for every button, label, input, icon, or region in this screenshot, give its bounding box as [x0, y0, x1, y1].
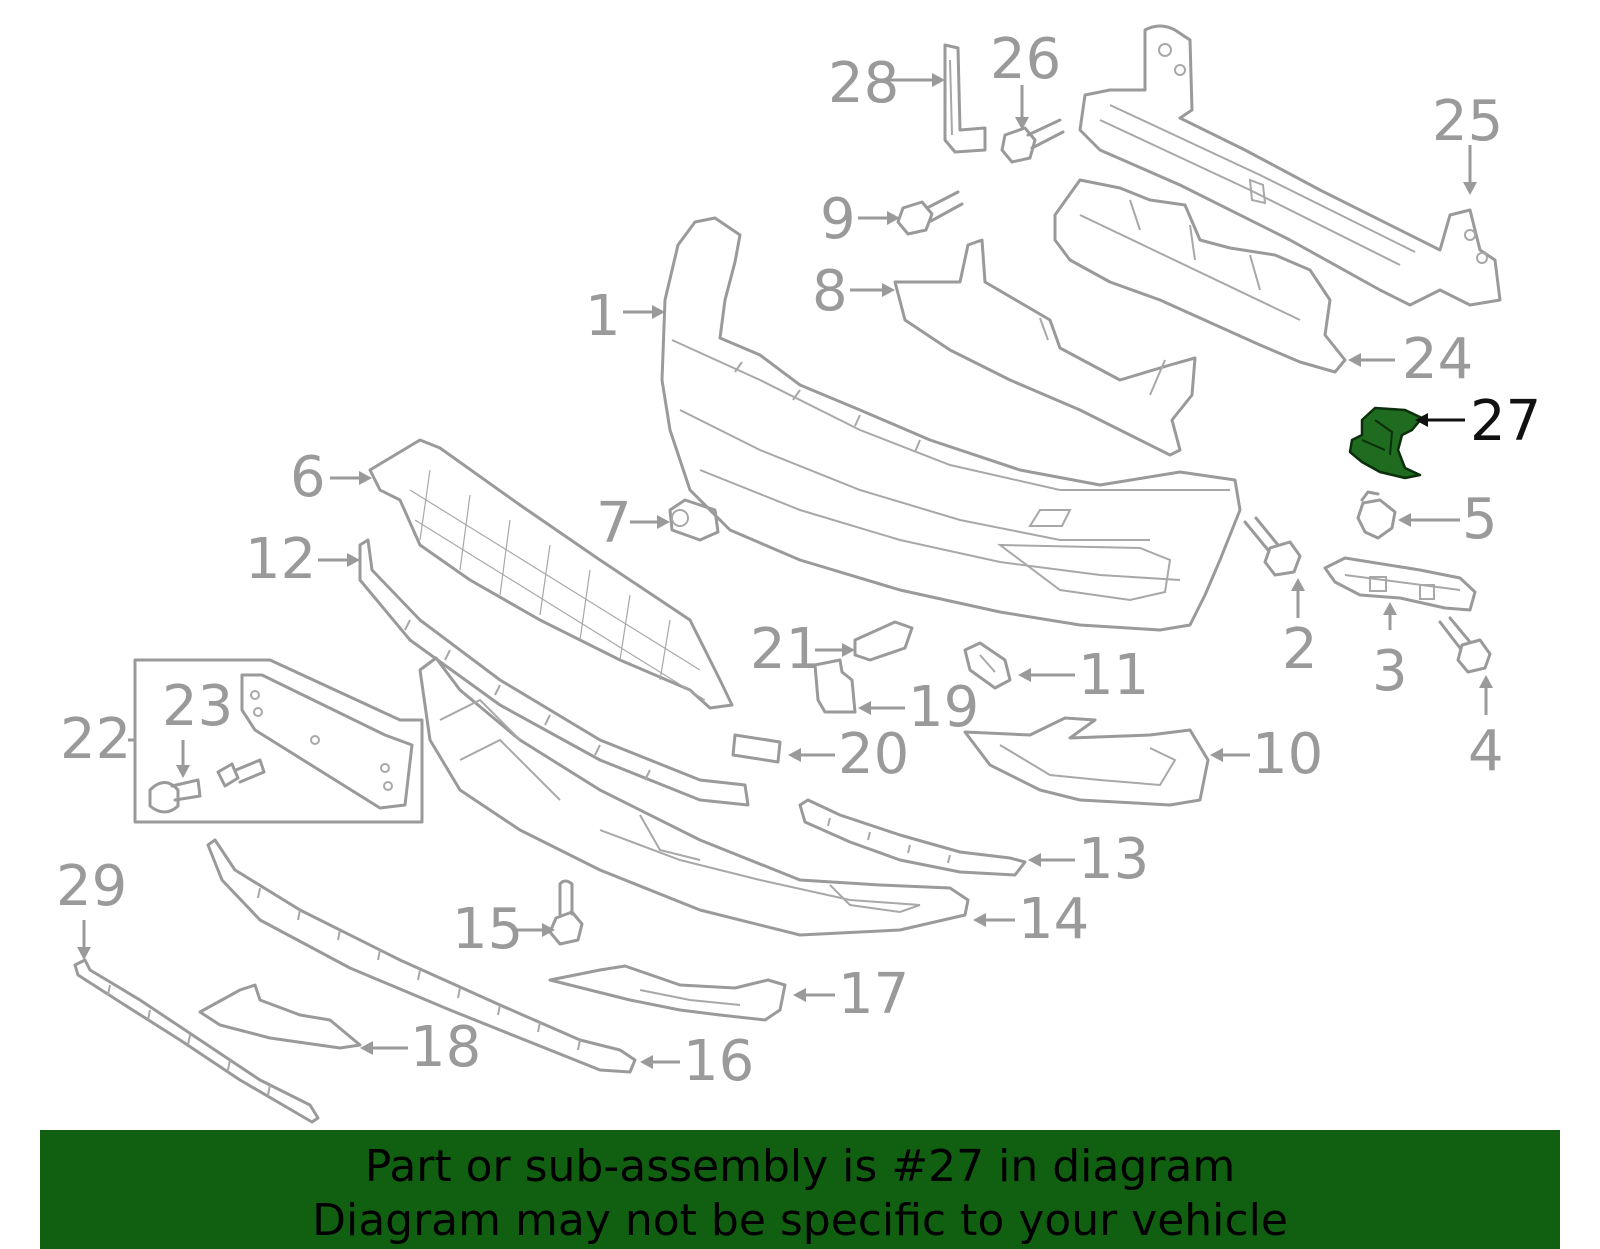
callout-21: 21 — [750, 617, 821, 682]
part-24-absorber — [1053, 178, 1347, 374]
callout-9: 9 — [820, 187, 856, 252]
callout-26: 26 — [990, 27, 1061, 92]
callout-22: 22 — [60, 707, 131, 772]
callout-4: 4 — [1468, 719, 1504, 784]
part-8-upper-grille — [893, 238, 1197, 457]
part-19-bracket — [813, 658, 857, 714]
callout-27: 27 — [1470, 389, 1541, 454]
part-7-sensor — [668, 498, 720, 542]
part-4-bolt — [1438, 616, 1492, 674]
callout-7: 7 — [596, 491, 632, 556]
part-23-screws — [148, 758, 266, 814]
part-13-trim — [798, 798, 1027, 877]
callout-6: 6 — [290, 445, 326, 510]
part-10-fog-trim — [963, 716, 1210, 807]
banner-line-1: Part or sub-assembly is #27 in diagram — [364, 1141, 1236, 1192]
callout-5: 5 — [1462, 487, 1498, 552]
part-26-bolt — [1000, 118, 1065, 164]
part-11-clip — [963, 641, 1012, 690]
callout-19: 19 — [908, 675, 979, 740]
part-16-strip — [206, 838, 637, 1074]
callout-16: 16 — [683, 1029, 754, 1094]
part-22-license-plate-kit — [133, 658, 424, 824]
banner-line-2: Diagram may not be specific to your vehi… — [312, 1195, 1288, 1246]
callout-28: 28 — [828, 51, 899, 116]
part-3-bracket — [1323, 556, 1477, 612]
callout-3: 3 — [1372, 639, 1408, 704]
callout-15: 15 — [452, 897, 523, 962]
info-banner: Part or sub-assembly is #27 in diagram D… — [40, 1130, 1560, 1249]
part-14-lower-spoiler — [418, 656, 970, 937]
callout-11: 11 — [1078, 643, 1149, 708]
part-20-pad — [731, 733, 782, 764]
part-17-trim — [548, 964, 787, 1022]
part-5-push-clip — [1356, 490, 1397, 540]
part-2-bolt — [1243, 516, 1302, 577]
callout-labels: 28 26 25 9 8 24 1 27 5 6 7 12 2 3 4 21 1… — [56, 27, 1541, 1094]
callout-1: 1 — [585, 284, 621, 349]
callout-14: 14 — [1018, 887, 1089, 952]
part-18-trim — [198, 983, 362, 1050]
callout-18: 18 — [410, 1015, 481, 1080]
part-15-bolt — [548, 879, 584, 946]
callout-20: 20 — [838, 722, 909, 787]
part-28-bracket — [943, 43, 987, 154]
callout-17: 17 — [838, 962, 909, 1027]
callout-25: 25 — [1432, 89, 1503, 154]
part-9-bolt — [896, 190, 964, 236]
part-6-lower-grille — [368, 438, 734, 710]
callout-29: 29 — [56, 854, 127, 919]
callout-12: 12 — [245, 527, 316, 592]
part-25-reinforcement-beam — [1078, 24, 1502, 307]
callout-2: 2 — [1282, 617, 1318, 682]
leader-arrows — [77, 73, 1493, 1069]
part-21-cover — [853, 620, 914, 662]
callout-10: 10 — [1252, 722, 1323, 787]
part-29-strip — [73, 958, 320, 1124]
callout-23: 23 — [162, 674, 233, 739]
callout-24: 24 — [1402, 327, 1473, 392]
callout-8: 8 — [812, 259, 848, 324]
part-27-highlighted-bracket[interactable] — [1348, 406, 1424, 480]
part-1-bumper-cover — [660, 216, 1242, 632]
callout-13: 13 — [1078, 827, 1149, 892]
